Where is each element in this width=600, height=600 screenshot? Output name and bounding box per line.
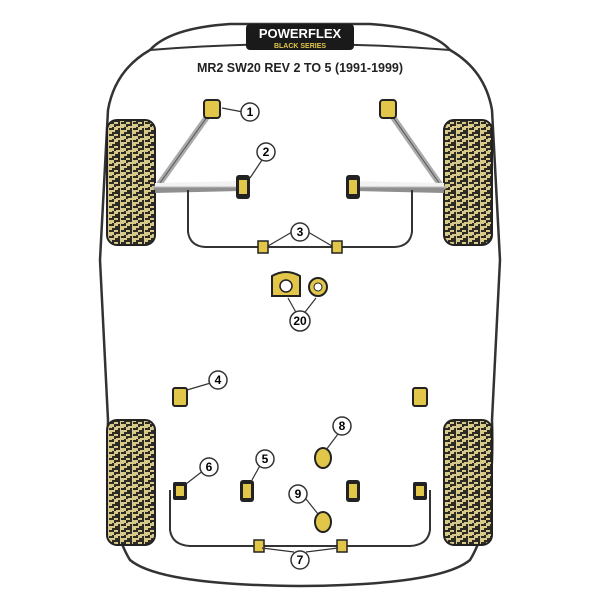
front-right-arm xyxy=(354,108,447,193)
rear-left-arms xyxy=(155,390,250,495)
bush-4-left xyxy=(172,387,188,407)
powerflex-logo: POWERFLEX BLACK SERIES xyxy=(246,24,354,50)
callout-20: 20 xyxy=(289,310,311,332)
brand-tagline: BLACK SERIES xyxy=(274,43,326,50)
svg-text:6: 6 xyxy=(206,460,213,474)
rear-left-tyre xyxy=(106,419,156,546)
callout-2: 2 xyxy=(256,142,276,162)
bush-2-left xyxy=(236,175,250,199)
callout-4: 4 xyxy=(208,370,228,390)
rear-right-tyre xyxy=(443,419,493,546)
callout-6: 6 xyxy=(199,457,219,477)
svg-text:9: 9 xyxy=(295,487,302,501)
front-left-arm xyxy=(152,108,241,193)
svg-text:1: 1 xyxy=(247,105,254,119)
front-anti-roll-bar xyxy=(187,190,413,248)
bush-20-a xyxy=(271,271,301,297)
bush-1 xyxy=(203,99,221,119)
bush-5-left xyxy=(240,480,254,502)
svg-text:8: 8 xyxy=(339,419,346,433)
front-right-tyre xyxy=(443,119,493,246)
svg-text:2: 2 xyxy=(263,145,270,159)
bush-6-left xyxy=(173,482,187,500)
callout-1: 1 xyxy=(240,102,260,122)
front-left-tyre xyxy=(106,119,156,246)
rear-anti-roll-bar xyxy=(169,490,431,547)
svg-text:5: 5 xyxy=(262,452,269,466)
bush-2-right xyxy=(346,175,360,199)
diagram-title: MR2 SW20 REV 2 TO 5 (1991-1999) xyxy=(197,61,403,75)
bush-3-left xyxy=(257,240,269,254)
svg-text:20: 20 xyxy=(293,314,307,328)
bush-7-left xyxy=(253,539,265,553)
callout-3: 3 xyxy=(290,222,310,242)
bush-4-right xyxy=(412,387,428,407)
bush-9 xyxy=(314,511,332,533)
svg-text:4: 4 xyxy=(215,373,222,387)
bush-7-right xyxy=(336,539,348,553)
callout-7: 7 xyxy=(290,550,310,570)
bush-1-right xyxy=(379,99,397,119)
brand-name: POWERFLEX xyxy=(259,26,342,41)
rear-right-arms xyxy=(350,390,444,495)
bush-20-b xyxy=(308,277,328,297)
svg-text:7: 7 xyxy=(297,553,304,567)
callout-5: 5 xyxy=(255,449,275,469)
callout-8: 8 xyxy=(332,416,352,436)
callout-9: 9 xyxy=(288,484,308,504)
bush-8 xyxy=(314,447,332,469)
svg-text:3: 3 xyxy=(297,225,304,239)
bush-5-right xyxy=(346,480,360,502)
bush-6-right xyxy=(413,482,427,500)
bush-3-right xyxy=(331,240,343,254)
